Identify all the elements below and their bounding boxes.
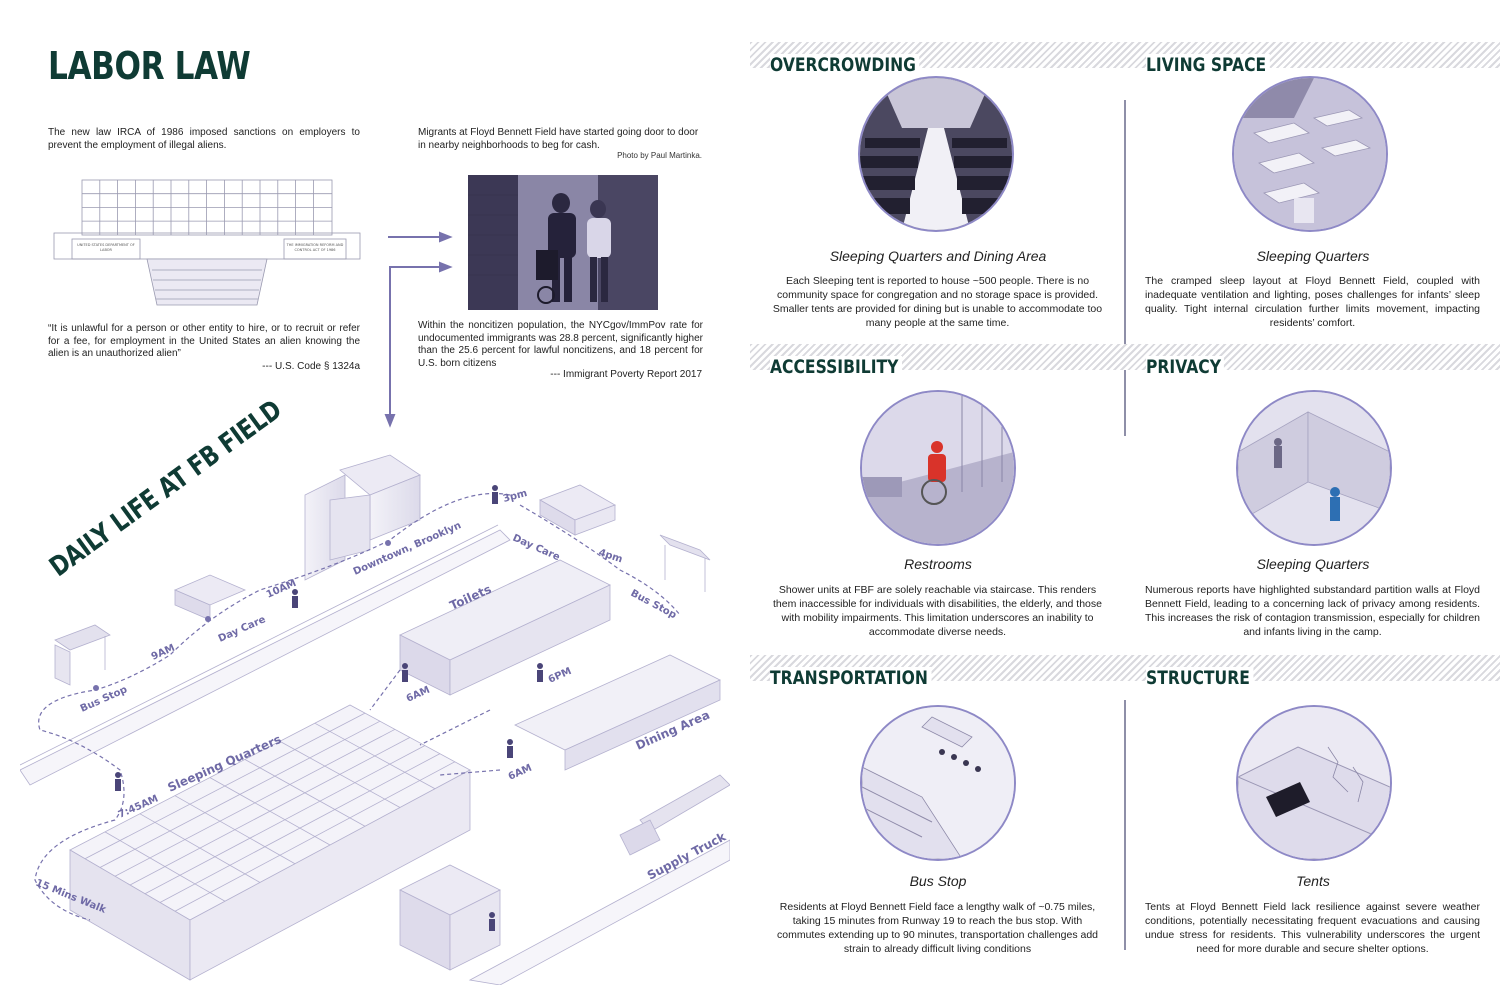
migrants-text: Migrants at Floyd Bennett Field have sta…: [418, 127, 699, 151]
label-6am-b: 6AM: [507, 763, 534, 783]
photo-credit: Photo by Paul Martinka.: [617, 151, 702, 160]
caption-structure: Tents: [1296, 873, 1330, 889]
column-divider: [1124, 100, 1126, 436]
section-title-accessibility: ACCESSIBILITY: [770, 356, 902, 378]
living-space-image: [1232, 76, 1388, 232]
overcrowding-image: [858, 76, 1014, 232]
privacy-image: [1236, 390, 1392, 546]
section-title-structure: STRUCTURE: [1146, 667, 1254, 689]
building-sign-left: UNITED STATES DEPARTMENT OF LABOR: [77, 243, 135, 252]
section-title-living-space: LIVING SPACE: [1146, 54, 1270, 76]
label-daycare-top: Day Care: [511, 533, 562, 564]
label-busstop-left: Bus Stop: [79, 684, 129, 714]
irca-text: The new law IRCA of 1986 imposed sanctio…: [48, 127, 360, 151]
caption-transportation: Bus Stop: [909, 873, 967, 889]
label-daycare-left: Day Care: [217, 614, 268, 645]
column-divider: [1124, 700, 1126, 950]
section-title-transportation: TRANSPORTATION: [770, 667, 932, 689]
desc-transportation: Residents at Floyd Bennett Field face a …: [776, 901, 1099, 955]
connector-arrows: [384, 231, 453, 428]
poverty-source: --- Immigrant Poverty Report 2017: [550, 369, 702, 380]
labor-quote-source: --- U.S. Code § 1324a: [262, 361, 360, 372]
caption-living-space: Sleeping Quarters: [1256, 248, 1370, 264]
label-6am-a: 6AM: [405, 685, 432, 705]
transportation-image: [860, 705, 1016, 861]
migrants-photo: [468, 175, 658, 310]
label-3pm: 3pm: [502, 488, 529, 505]
labor-building-illustration: UNITED STATES DEPARTMENT OF LABOR THE IM…: [52, 175, 362, 310]
desc-structure: Tents at Floyd Bennett Field lack resili…: [1145, 901, 1480, 955]
structure-image: [1236, 705, 1392, 861]
desc-privacy: Numerous reports have highlighted substa…: [1145, 584, 1480, 638]
desc-overcrowding: Each Sleeping tent is reported to house …: [772, 275, 1103, 329]
caption-privacy: Sleeping Quarters: [1256, 556, 1370, 572]
labor-quote: “It is unlawful for a person or other en…: [48, 323, 360, 359]
caption-accessibility: Restrooms: [904, 556, 972, 572]
poverty-text: Within the noncitizen population, the NY…: [418, 320, 703, 369]
section-title-overcrowding: OVERCROWDING: [770, 54, 920, 76]
label-busstop-right: Bus Stop: [629, 588, 678, 621]
building-sign-right: THE IMMIGRATION REFORM AND CONTROL ACT O…: [286, 243, 344, 252]
labor-law-title: LABOR LAW: [48, 44, 251, 88]
desc-accessibility: Shower units at FBF are solely reachable…: [773, 584, 1102, 638]
desc-living-space: The cramped sleep layout at Floyd Bennet…: [1145, 275, 1480, 329]
label-6pm: 6PM: [547, 666, 574, 686]
label-9am: 9AM: [150, 643, 177, 663]
daily-life-diagram: Downtown, Brooklyn 3pm Day Care 4pm Bus …: [19, 440, 731, 986]
caption-overcrowding: Sleeping Quarters and Dining Area: [829, 248, 1047, 264]
section-title-privacy: PRIVACY: [1146, 356, 1225, 378]
accessibility-image: [860, 390, 1016, 546]
